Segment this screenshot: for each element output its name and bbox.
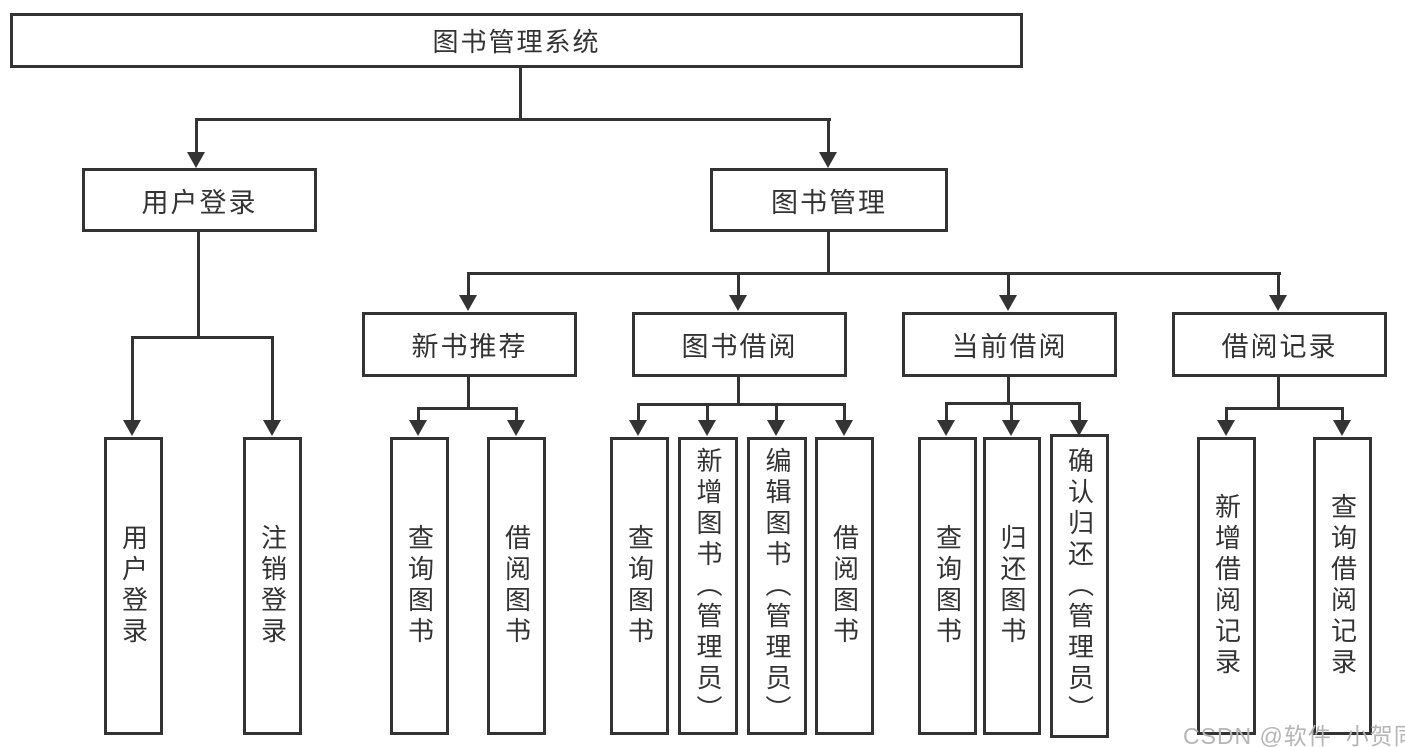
- connector-shaft: [1010, 402, 1013, 420]
- connector-book-borrow-trunk: [737, 377, 740, 406]
- arrow-down-icon: [698, 420, 716, 436]
- connector-shaft: [417, 407, 420, 420]
- arrow-down-icon: [409, 420, 427, 436]
- node-book-management-label: 图书管理: [771, 187, 887, 218]
- connector-root-crossbar: [196, 118, 831, 121]
- connector-new-book-crossbar: [417, 407, 518, 410]
- connector-shaft: [737, 272, 740, 295]
- connector-book-borrow-crossbar: [637, 403, 846, 406]
- leaf-confirm-return-admin-label: 确认归还（管理员）: [1064, 446, 1095, 726]
- connector-shaft: [1078, 402, 1081, 420]
- node-book-management: 图书管理: [710, 168, 948, 232]
- leaf-borrow-books-borrowing-label: 借阅图书: [829, 524, 860, 648]
- connector-shaft: [637, 403, 640, 420]
- connector-book-mgmt-trunk: [827, 232, 830, 275]
- leaf-user-login-label: 用户登录: [118, 524, 149, 648]
- leaf-logout: 注销登录: [243, 437, 302, 735]
- connector-current-borrow-trunk: [1007, 377, 1010, 405]
- arrow-down-icon: [629, 420, 647, 436]
- arrow-down-icon: [459, 295, 477, 311]
- connector-shaft: [1277, 272, 1280, 295]
- connector-shaft: [775, 403, 778, 420]
- arrow-down-icon: [507, 420, 525, 436]
- leaf-borrow-books-recommend-label: 借阅图书: [501, 524, 532, 648]
- arrow-down-icon: [767, 420, 785, 436]
- leaf-add-book-admin-label: 新增图书（管理员）: [693, 446, 723, 726]
- connector-shaft: [945, 402, 948, 420]
- node-borrowing-records: 借阅记录: [1172, 312, 1387, 377]
- node-new-book-recommend: 新书推荐: [362, 312, 577, 377]
- arrow-down-icon: [1002, 420, 1020, 436]
- arrow-down-icon: [999, 295, 1017, 311]
- leaf-confirm-return-admin: 确认归还（管理员）: [1050, 434, 1109, 738]
- connector-borrow-record-trunk: [1277, 377, 1280, 410]
- connector-shaft: [131, 336, 134, 420]
- node-user-login: 用户登录: [82, 168, 317, 232]
- connector-shaft: [843, 403, 846, 420]
- arrow-down-icon: [187, 152, 205, 168]
- connector-shaft: [1225, 407, 1228, 420]
- leaf-query-borrow-record-label: 查询借阅记录: [1327, 493, 1358, 679]
- leaf-user-login: 用户登录: [104, 437, 163, 735]
- connector-root-trunk: [519, 68, 522, 118]
- connector-shaft: [271, 336, 274, 420]
- leaf-return-books-label: 归还图书: [997, 524, 1027, 648]
- leaf-add-borrow-record: 新增借阅记录: [1197, 437, 1256, 735]
- node-book-borrowing-label: 图书借阅: [681, 332, 798, 362]
- leaf-query-books-current: 查询图书: [918, 437, 977, 735]
- arrow-down-icon: [1333, 420, 1351, 436]
- connector-new-book-trunk: [467, 377, 470, 410]
- leaf-edit-book-admin-label: 编辑图书（管理员）: [762, 446, 792, 726]
- node-library-system-label: 图书管理系统: [432, 27, 601, 57]
- arrow-down-icon: [819, 152, 837, 168]
- connector-shaft: [706, 403, 709, 420]
- connector-current-borrow-crossbar: [945, 402, 1081, 405]
- leaf-return-books: 归还图书: [983, 437, 1041, 735]
- connector-shaft: [1007, 272, 1010, 295]
- leaf-borrow-books-recommend: 借阅图书: [487, 437, 546, 735]
- leaf-query-books-recommend: 查询图书: [390, 437, 449, 735]
- connector-book-mgmt-crossbar: [467, 272, 1281, 275]
- connector-shaft: [827, 118, 830, 152]
- leaf-query-books-borrowing-label: 查询图书: [624, 524, 655, 648]
- connector-shaft: [515, 407, 518, 420]
- leaf-query-books-current-label: 查询图书: [932, 524, 963, 648]
- arrow-down-icon: [263, 420, 281, 436]
- arrow-down-icon: [1070, 420, 1088, 436]
- node-current-borrowing: 当前借阅: [902, 312, 1117, 377]
- leaf-query-books-borrowing: 查询图书: [610, 437, 669, 735]
- leaf-borrow-books-borrowing: 借阅图书: [815, 437, 874, 735]
- connector-shaft: [195, 118, 198, 152]
- node-library-system: 图书管理系统: [10, 13, 1023, 68]
- arrow-down-icon: [1217, 420, 1235, 436]
- connector-user-login-crossbar: [131, 336, 274, 339]
- leaf-query-books-recommend-label: 查询图书: [404, 524, 435, 648]
- watermark: CSDN @软件_小贺同学: [1183, 723, 1405, 747]
- connector-borrow-record-crossbar: [1225, 407, 1344, 410]
- leaf-query-borrow-record: 查询借阅记录: [1313, 437, 1372, 735]
- leaf-edit-book-admin: 编辑图书（管理员）: [747, 437, 807, 735]
- leaf-add-book-admin: 新增图书（管理员）: [678, 437, 738, 735]
- node-current-borrowing-label: 当前借阅: [951, 332, 1068, 362]
- arrow-down-icon: [729, 295, 747, 311]
- connector-shaft: [1341, 407, 1344, 420]
- leaf-add-borrow-record-label: 新增借阅记录: [1211, 493, 1242, 679]
- arrow-down-icon: [835, 420, 853, 436]
- node-new-book-recommend-label: 新书推荐: [411, 332, 528, 362]
- connector-user-login-trunk: [197, 232, 200, 339]
- arrow-down-icon: [937, 420, 955, 436]
- connector-shaft: [467, 272, 470, 295]
- node-book-borrowing: 图书借阅: [632, 312, 847, 377]
- node-borrowing-records-label: 借阅记录: [1221, 332, 1338, 362]
- arrow-down-icon: [123, 420, 141, 436]
- arrow-down-icon: [1269, 295, 1287, 311]
- node-user-login-label: 用户登录: [141, 187, 258, 218]
- leaf-logout-label: 注销登录: [257, 524, 288, 648]
